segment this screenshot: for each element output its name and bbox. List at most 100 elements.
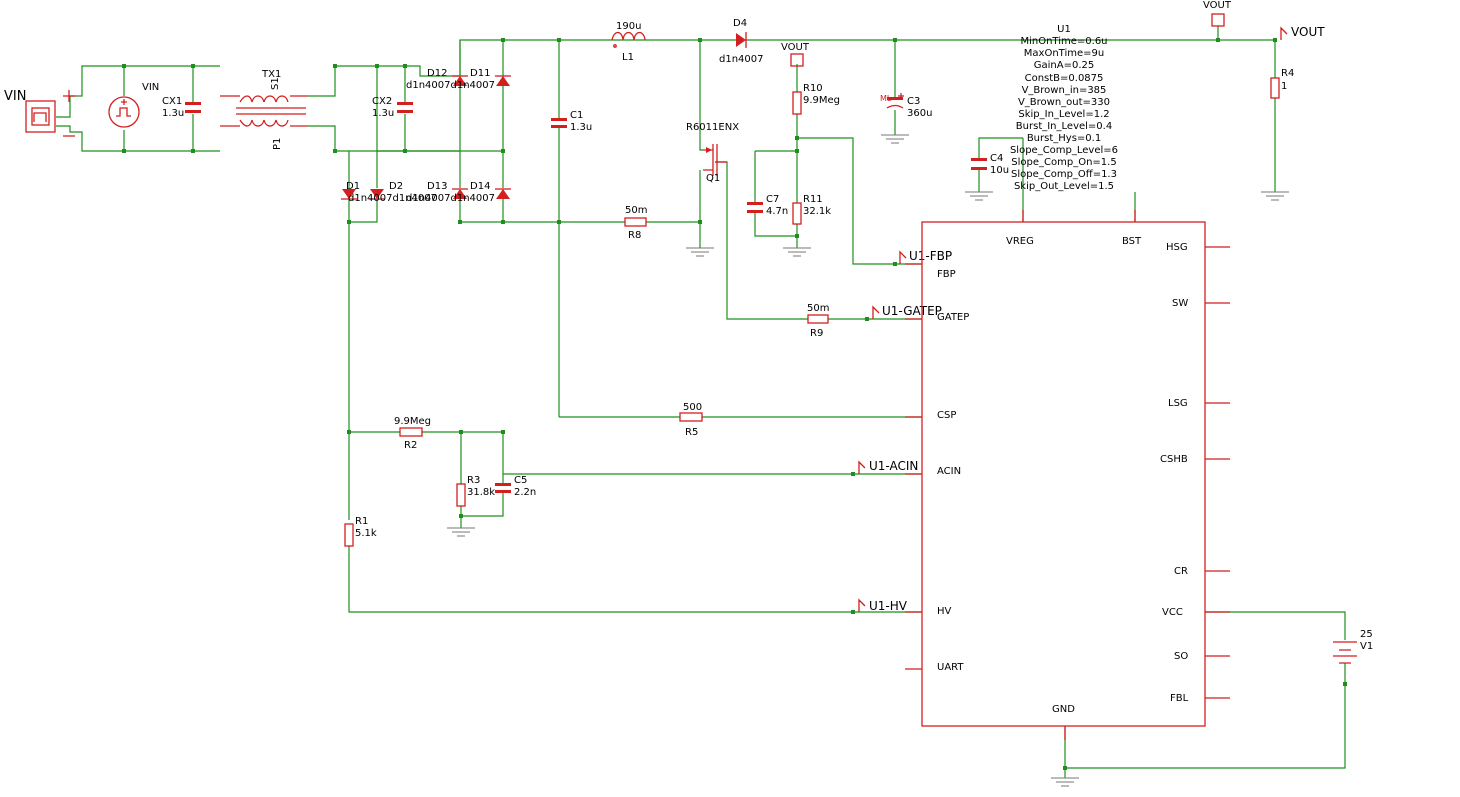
junctions <box>122 38 1347 770</box>
net-flag-hv[interactable]: U1-HV <box>858 598 908 613</box>
r2-value: 9.9Meg <box>394 416 431 427</box>
u1-param: MaxOnTime=9u <box>1024 48 1104 59</box>
resistor-r5[interactable]: 500 R5 <box>679 402 703 438</box>
diode-d14[interactable]: D14 <box>470 181 511 199</box>
pin-sw: SW <box>1172 298 1188 309</box>
u1-param: Slope_Comp_Off=1.3 <box>1011 169 1117 180</box>
c7-label: C7 <box>766 194 779 205</box>
diode-d1[interactable]: D1 <box>341 181 360 200</box>
q1-label: Q1 <box>706 173 720 184</box>
capacitor-c3[interactable]: ML C3 360u <box>880 93 932 119</box>
pin-hv: HV <box>937 606 952 617</box>
resistor-r10[interactable]: R10 9.9Meg <box>792 83 840 115</box>
diode-d12[interactable]: D12 d1n4007d1n4007 <box>406 68 495 91</box>
vout-port-top[interactable]: VOUT <box>1203 0 1232 27</box>
net-flag-acin[interactable]: U1-ACIN <box>858 459 918 474</box>
d4-label: D4 <box>733 18 747 29</box>
diode-d4[interactable]: D4 d1n4007 <box>719 18 764 65</box>
resistor-r11[interactable]: R11 32.1k <box>792 194 831 225</box>
tx1-s1-label: S1 <box>270 77 281 90</box>
u1-param: Skip_In_Level=1.2 <box>1018 109 1109 120</box>
capacitor-cx1[interactable]: CX1 1.3u <box>162 96 201 119</box>
r9-value: 50m <box>807 303 829 314</box>
capacitor-c7[interactable]: C7 4.7n <box>747 194 788 217</box>
ground-icon <box>686 247 714 257</box>
vout-net-flag[interactable]: VOUT <box>1280 25 1325 40</box>
u1-param: Skip_Out_Level=1.5 <box>1014 181 1114 192</box>
transformer-tx1[interactable]: TX1 S1 P1 <box>220 69 308 150</box>
u1-param: Burst_In_Level=0.4 <box>1016 121 1112 132</box>
vin-port-label: VIN <box>4 89 26 104</box>
r1-value: 5.1k <box>355 528 377 539</box>
ground-symbols <box>447 134 1289 787</box>
c4-value: 10u <box>990 165 1009 176</box>
r4-value: 1 <box>1281 81 1287 92</box>
ground-icon <box>1051 777 1079 787</box>
battery-v1[interactable]: 25 V1 <box>1333 629 1373 664</box>
c1-label: C1 <box>570 110 583 121</box>
pin-so: SO <box>1174 651 1188 662</box>
pin-vcc: VCC <box>1162 607 1183 618</box>
controller-u1[interactable]: VREG BST HSG SW LSG CSHB CR VCC SO FBL F… <box>905 24 1230 740</box>
pin-acin: ACIN <box>937 466 961 477</box>
capacitor-c5[interactable]: C5 2.2n <box>495 475 536 498</box>
cx1-label: CX1 <box>162 96 182 107</box>
c3-value: 360u <box>907 108 932 119</box>
r2-label: R2 <box>404 440 417 451</box>
vin-source[interactable]: VIN <box>108 82 159 128</box>
r11-label: R11 <box>803 194 823 205</box>
tx1-p1-label: P1 <box>272 138 283 150</box>
q1-part: R6011ENX <box>686 122 739 133</box>
r5-label: R5 <box>685 427 698 438</box>
d1-d2-value: d1n4007d1n4007 <box>348 193 437 204</box>
capacitor-cx2[interactable]: CX2 1.3u <box>372 96 413 119</box>
resistor-r1[interactable]: R1 5.1k <box>344 516 377 547</box>
flag-gatep-label: U1-GATEP <box>882 304 942 318</box>
mosfet-q1[interactable]: R6011ENX Q1 <box>686 122 739 184</box>
resistor-r2[interactable]: 9.9Meg R2 <box>394 416 431 451</box>
u1-param: V_Brown_in=385 <box>1022 85 1107 96</box>
resistor-r4[interactable]: R4 1 <box>1270 68 1294 99</box>
diode-d2[interactable]: D2 d1n4007d1n4007 <box>348 181 437 204</box>
c3-tag: ML <box>880 94 892 103</box>
net-flag-gatep[interactable]: U1-GATEP <box>872 304 942 319</box>
capacitor-c4[interactable]: C4 10u <box>971 153 1009 176</box>
u1-label: U1 <box>1057 24 1071 35</box>
d1-label: D1 <box>346 181 360 192</box>
diode-d13[interactable]: D13 d1n4007d1n4007 <box>406 181 495 204</box>
c3-label: C3 <box>907 96 920 107</box>
r3-label: R3 <box>467 475 480 486</box>
d14-label: D14 <box>470 181 490 192</box>
vin-port[interactable]: VIN <box>4 89 75 137</box>
diode-d11[interactable]: D11 <box>470 68 511 86</box>
vout-arrow-label: VOUT <box>1291 25 1325 39</box>
pin-lsg: LSG <box>1168 398 1188 409</box>
u1-param: MinOnTime=0.6u <box>1020 36 1107 47</box>
flag-hv-label: U1-HV <box>869 599 908 613</box>
resistor-r3[interactable]: R3 31.8k <box>456 475 495 507</box>
u1-param: Burst_Hys=0.1 <box>1027 133 1101 144</box>
cx2-label: CX2 <box>372 96 392 107</box>
d4-value: d1n4007 <box>719 54 764 65</box>
c7-value: 4.7n <box>766 206 788 217</box>
pin-cshb: CSHB <box>1160 454 1188 465</box>
capacitor-c1[interactable]: C1 1.3u <box>551 110 592 133</box>
ground-icon <box>965 191 993 201</box>
resistor-r8[interactable]: 50m R8 <box>624 205 647 241</box>
vout-top-label: VOUT <box>1203 0 1232 11</box>
d13-label: D13 <box>427 181 447 192</box>
resistor-r9[interactable]: 50m R9 <box>807 303 829 339</box>
pin-cr: CR <box>1174 566 1188 577</box>
pin-hsg: HSG <box>1166 242 1188 253</box>
inductor-l1[interactable]: 190u L1 <box>611 21 646 63</box>
vin-source-label: VIN <box>142 82 159 93</box>
c4-label: C4 <box>990 153 1003 164</box>
ground-icon <box>447 527 475 537</box>
vout-port-r10[interactable]: VOUT <box>781 42 810 67</box>
net-flag-fbp[interactable]: U1-FBP <box>899 249 952 264</box>
flag-acin-label: U1-ACIN <box>869 459 918 473</box>
cx1-value: 1.3u <box>162 108 184 119</box>
r8-label: R8 <box>628 230 641 241</box>
